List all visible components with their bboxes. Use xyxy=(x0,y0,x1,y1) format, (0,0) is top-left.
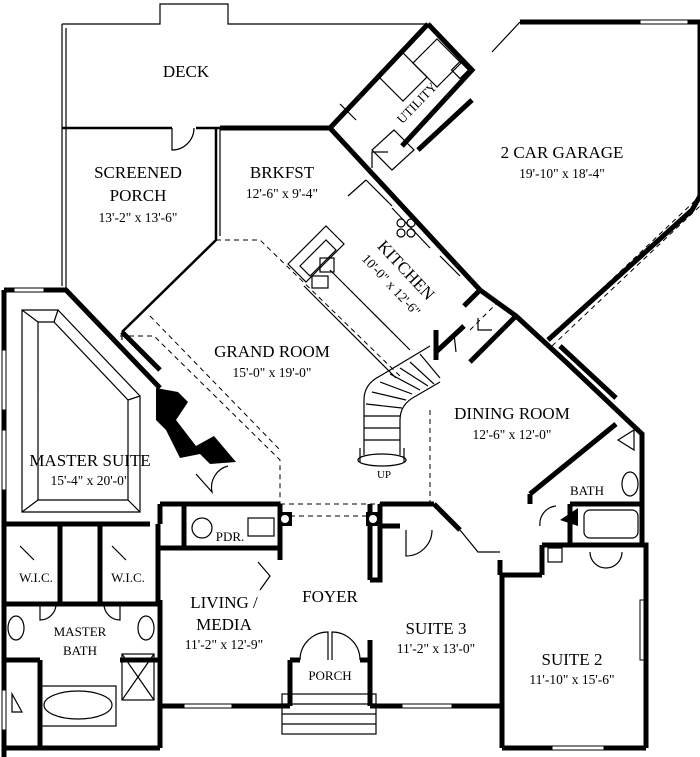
master-suite-label: MASTER SUITE xyxy=(29,451,150,470)
porch-label: PORCH xyxy=(308,668,351,683)
staircase xyxy=(357,345,441,467)
dashed-lines xyxy=(120,195,700,517)
wic-left-label: W.I.C. xyxy=(19,570,53,585)
screened-porch-label-1: SCREENED xyxy=(94,163,182,182)
living-media-label-2: MEDIA xyxy=(196,615,252,634)
suite3-label: SUITE 3 xyxy=(406,619,467,638)
stairs-up-label: UP xyxy=(377,469,391,481)
pdr-label: PDR. xyxy=(216,529,245,544)
porch-steps xyxy=(281,693,377,735)
garage-dims: 19'-10" x 18'-4" xyxy=(519,166,605,181)
kitchen-fixtures xyxy=(287,179,461,379)
doors xyxy=(19,127,623,661)
living-media-label-1: LIVING / xyxy=(190,593,258,612)
utility-fixtures xyxy=(339,38,470,171)
fireplace xyxy=(156,388,236,464)
suite3-dims: 11'-2" x 13'-0" xyxy=(397,641,475,656)
living-media-dims: 11'-2" x 12'-9" xyxy=(185,637,263,652)
foyer-label: FOYER xyxy=(302,587,358,606)
brkfst-label: BRKFST xyxy=(250,163,315,182)
master-bath-label-1: MASTER xyxy=(54,624,107,639)
screened-porch-label-2: PORCH xyxy=(110,186,167,205)
bath-fixtures xyxy=(7,428,639,727)
master-bath-label-2: BATH xyxy=(63,643,97,658)
windows xyxy=(1,19,689,751)
room-labels: DECK SCREENED PORCH 13'-2" x 13'-6" BRKF… xyxy=(19,62,623,687)
master-suite-dims: 15'-4" x 20'-0" xyxy=(51,473,130,488)
solid-elements xyxy=(156,388,578,526)
deck-label: DECK xyxy=(163,62,210,81)
grand-room-label: GRAND ROOM xyxy=(214,342,330,361)
garage-label: 2 CAR GARAGE xyxy=(501,143,624,162)
suite2-dims: 11'-10" x 15'-6" xyxy=(529,672,614,687)
screened-porch-dims: 13'-2" x 13'-6" xyxy=(99,210,178,225)
utility-label: UTILITY xyxy=(394,79,441,127)
dining-room-label: DINING ROOM xyxy=(454,404,570,423)
brkfst-dims: 12'-6" x 9'-4" xyxy=(246,186,318,201)
master-tray-ceiling xyxy=(21,309,141,513)
grand-room-dims: 15'-0" x 19'-0" xyxy=(233,365,312,380)
wic-right-label: W.I.C. xyxy=(111,570,145,585)
suite2-label: SUITE 2 xyxy=(542,650,603,669)
bath-label: BATH xyxy=(570,483,604,498)
exterior-walls xyxy=(1,3,700,757)
dining-room-dims: 12'-6" x 12'-0" xyxy=(473,427,552,442)
